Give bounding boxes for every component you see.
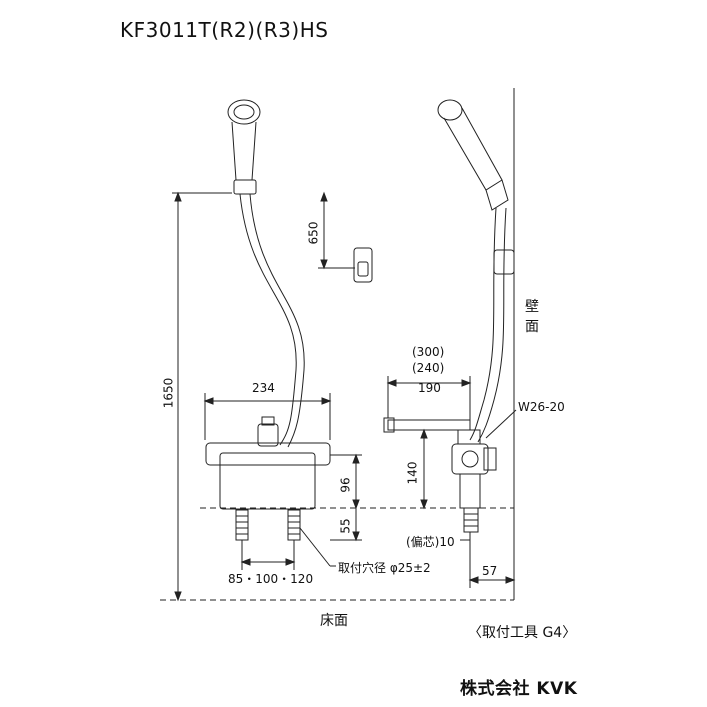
shower-head-right	[437, 99, 509, 211]
wall-label: 壁 面	[525, 299, 539, 335]
tool-note: 〈取付工具 G4〉	[468, 625, 577, 641]
dim-240: (240)	[412, 361, 445, 375]
dim-234: 234	[252, 381, 275, 395]
brand-logo: 株式会社 KVK	[460, 679, 578, 699]
dim-55: 55	[338, 518, 353, 534]
dim-300: (300)	[412, 345, 445, 359]
dim-96: 96	[338, 477, 353, 493]
dim-190: 190	[418, 381, 441, 395]
hose-left	[239, 193, 297, 446]
dim-pitch: 85・100・120	[228, 572, 314, 586]
mixer-body	[205, 416, 331, 510]
faucet-side	[383, 417, 497, 533]
page-title: KF3011T(R2)(R3)HS	[120, 18, 329, 42]
mounting-hole-label: 取付穴径 φ25±2	[338, 561, 431, 575]
dim-140: 140	[405, 461, 420, 485]
wall-hook	[353, 247, 373, 283]
thread-label: W26-20	[518, 400, 565, 414]
dim-offset: (偏芯)10	[406, 535, 455, 549]
dim-650: 650	[306, 221, 321, 245]
dim-57: 57	[482, 564, 498, 578]
hose-right	[469, 207, 497, 441]
shower-head-left	[227, 99, 261, 195]
dim-1650: 1650	[161, 377, 176, 409]
supply-shanks	[235, 509, 301, 541]
floor-label: 床面	[320, 613, 348, 629]
